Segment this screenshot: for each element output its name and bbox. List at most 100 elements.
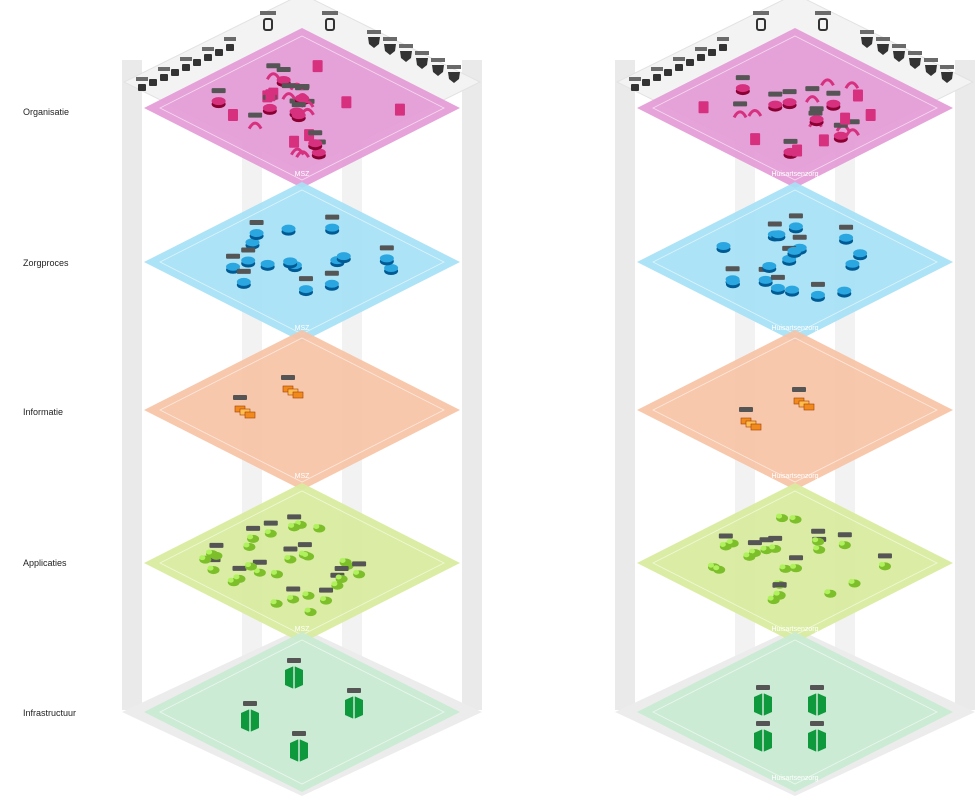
application-icon-top — [340, 558, 346, 563]
process-icon-top — [759, 276, 773, 284]
process-icon-top — [810, 115, 824, 123]
application-icon-top — [713, 565, 719, 570]
actor-icon — [642, 79, 650, 86]
plane-surface — [144, 483, 460, 643]
element-tag — [287, 658, 301, 663]
organisation-icon — [699, 101, 709, 113]
process-icon-top — [826, 100, 840, 108]
organisation-icon — [313, 60, 323, 72]
actor-tag — [717, 37, 729, 41]
actor-tag — [180, 57, 192, 61]
element-tag — [287, 514, 301, 519]
actor-icon — [631, 84, 639, 91]
application-icon-top — [720, 542, 726, 547]
application-icon-top — [879, 562, 885, 567]
organisation-icon — [395, 104, 405, 116]
plane-infrastructuur: Huisartsenzorg — [637, 632, 953, 792]
plane-label: Huisartsenzorg — [771, 775, 818, 782]
element-tag — [789, 555, 803, 560]
element-tag — [298, 542, 312, 547]
organisation-icon — [853, 90, 863, 102]
application-icon-top — [287, 595, 293, 600]
organisation-icon — [228, 109, 238, 121]
application-icon-top — [247, 534, 253, 539]
application-icon-top — [288, 523, 294, 528]
plane-label: MSZ — [295, 171, 311, 178]
plane-applicaties: Huisartsenzorg — [637, 483, 953, 643]
organisation-icon — [750, 133, 760, 145]
device-tag — [815, 11, 831, 15]
application-icon-top — [813, 545, 819, 550]
device-tag — [322, 11, 338, 15]
actor-icon — [686, 59, 694, 66]
element-tag — [810, 721, 824, 726]
plane-label: MSZ — [295, 473, 311, 480]
process-icon-top — [261, 260, 275, 268]
element-tag — [739, 407, 753, 412]
actor-icon — [675, 64, 683, 71]
element-tag — [810, 685, 824, 690]
role-tag — [399, 44, 413, 48]
information-icon — [293, 392, 303, 398]
element-tag — [352, 561, 366, 566]
element-tag — [736, 75, 750, 80]
plane-surface — [637, 483, 953, 643]
plane-label: Huisartsenzorg — [771, 626, 818, 633]
element-tag — [811, 529, 825, 534]
element-tag — [838, 532, 852, 537]
element-tag — [212, 88, 226, 93]
element-tag — [878, 553, 892, 558]
element-tag — [241, 248, 255, 253]
element-tag — [246, 526, 260, 531]
role-tag — [431, 58, 445, 62]
actor-icon — [171, 69, 179, 76]
element-tag — [773, 582, 787, 587]
application-icon-top — [271, 599, 277, 604]
element-tag — [768, 221, 782, 226]
element-tag — [233, 395, 247, 400]
process-icon-top — [787, 247, 801, 255]
element-tag — [296, 84, 310, 89]
application-icon-top — [206, 550, 212, 555]
element-tag — [768, 536, 782, 541]
application-icon-top — [271, 570, 277, 575]
actor-tag — [651, 67, 663, 71]
actor-icon — [697, 54, 705, 61]
process-icon-top — [325, 224, 339, 232]
process-icon-top — [845, 260, 859, 268]
actor-icon — [653, 74, 661, 81]
process-icon-top — [212, 97, 226, 105]
process-icon-top — [839, 234, 853, 242]
element-tag — [286, 586, 300, 591]
actor-icon — [138, 84, 146, 91]
tower-msz: MSZMSZMSZMSZ — [122, 0, 482, 796]
process-icon-top — [277, 76, 291, 84]
element-tag — [319, 588, 333, 593]
element-tag — [237, 269, 251, 274]
element-tag — [719, 533, 733, 538]
application-icon-top — [331, 581, 337, 586]
application-icon-top — [302, 552, 308, 557]
plane-infrastructuur — [144, 632, 460, 792]
plane-surface — [637, 330, 953, 490]
process-icon-top — [325, 280, 339, 288]
element-tag — [232, 566, 246, 571]
frame-pillar — [462, 60, 482, 710]
application-icon-top — [727, 539, 733, 544]
application-icon-top — [303, 591, 309, 596]
element-tag — [209, 543, 223, 548]
application-icon-top — [839, 541, 845, 546]
application-icon-top — [849, 579, 855, 584]
plane-surface — [144, 330, 460, 490]
application-icon-top — [336, 575, 342, 580]
frame-pillar — [955, 60, 975, 710]
organisation-icon — [819, 134, 829, 146]
element-tag — [793, 235, 807, 240]
application-icon-top — [305, 608, 311, 613]
process-icon-top — [283, 257, 297, 265]
element-tag — [282, 83, 296, 88]
actor-tag — [673, 57, 685, 61]
element-tag — [325, 215, 339, 220]
application-icon-top — [199, 555, 205, 560]
process-icon-top — [768, 101, 782, 109]
